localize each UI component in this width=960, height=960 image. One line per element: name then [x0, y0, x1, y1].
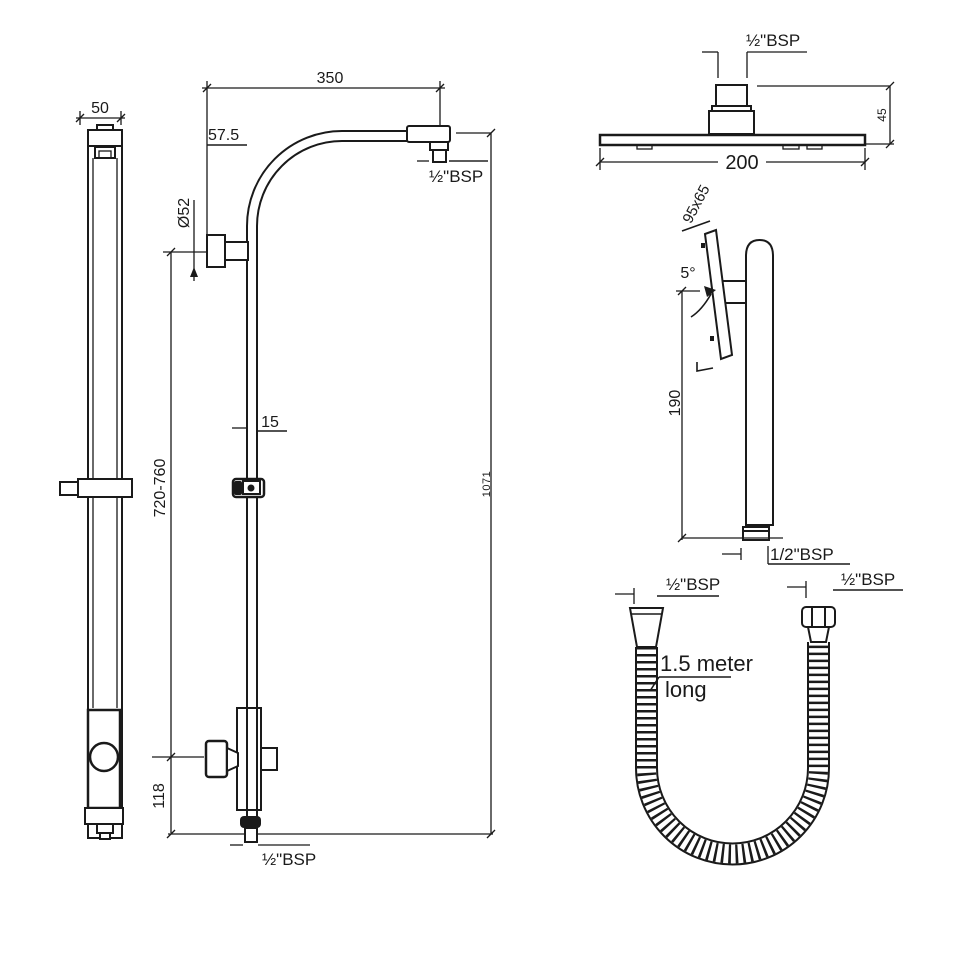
label-head-thread: ½"BSP — [702, 31, 807, 78]
hand-shower-faceplate — [703, 228, 734, 361]
dim-arm-reach-label: 350 — [317, 70, 344, 87]
dim-pipe-width-label: 15 — [261, 414, 279, 431]
arm-end-cap — [406, 125, 451, 143]
head-connector-top — [715, 84, 748, 107]
head-connector-base — [708, 110, 755, 135]
pipe-slider-bracket — [231, 477, 266, 499]
overhead-shower-view: ½"BSP 200 45 — [595, 31, 895, 174]
label-inlet-thread: ½"BSP — [230, 844, 316, 869]
outlet-thread-label: ½"BSP — [429, 167, 483, 186]
column-pipe-outer — [246, 130, 448, 818]
faceplate-bottom-mark — [696, 362, 714, 372]
label-hose-thread-right: ½"BSP — [787, 570, 903, 598]
wall-flange — [206, 234, 226, 268]
hose-nut-end — [801, 606, 836, 643]
diverter-knob-neck — [226, 746, 239, 773]
diverter-knob-front — [88, 741, 120, 773]
rail-lower-panel — [86, 708, 122, 810]
hose-length-note: 1.5 meter long — [649, 651, 753, 702]
dim-head-height: 45 — [757, 81, 895, 149]
hose-thread-right-label: ½"BSP — [841, 570, 895, 589]
wall-flange-hub — [224, 241, 249, 261]
dim-hand-shower-length-label: 190 — [667, 390, 684, 417]
rail-top-clip — [94, 146, 116, 159]
diverter-assembly — [204, 707, 278, 811]
dim-overall-height: 1071 — [449, 128, 496, 839]
rail-slider-holder — [77, 478, 133, 498]
rail-top-bump — [96, 124, 114, 131]
label-outlet-thread: ½"BSP — [417, 160, 488, 186]
rail-bottom-nozzle — [96, 823, 114, 834]
dim-arm-offset-label: 57.5 — [208, 127, 239, 144]
dim-hand-shower-length: 190 — [667, 286, 783, 543]
rail-slider-knob — [59, 481, 79, 496]
hand-shower-handle — [745, 238, 774, 526]
hose-body — [635, 642, 830, 866]
arm-outlet-thread — [432, 149, 447, 163]
slider-rail-view: 50 — [59, 100, 133, 840]
dim-inlet-height-label: 118 — [151, 783, 168, 809]
hose-length-note-line1: 1.5 meter — [660, 651, 753, 676]
faceplate-tick — [701, 243, 705, 248]
hose-view: ½"BSP ½"BSP 1.5 meter long — [615, 570, 903, 866]
hose-length-note-line2: long — [665, 677, 707, 702]
dim-arm-reach: 350 — [202, 70, 445, 235]
hand-shower-thread-label: 1/2"BSP — [770, 545, 834, 564]
shower-column-view: 350 57.5 ½"BSP Ø52 15 — [168, 70, 496, 869]
diverter-knob-side — [204, 739, 229, 779]
dim-flange-diameter-label: Ø52 — [176, 198, 193, 228]
dim-pipe-width: 15 — [232, 414, 287, 432]
column-inlet-fitting — [240, 816, 261, 843]
column-pipe-inner — [256, 140, 448, 818]
dim-head-height-label: 45 — [875, 108, 889, 122]
dim-rail-span-label: 720-760 — [152, 459, 169, 518]
dim-overall-height-label: 1071 — [481, 471, 493, 497]
diverter-tab — [260, 747, 278, 771]
hose-cone-end — [628, 607, 665, 648]
dim-rail-width: 50 — [75, 100, 126, 125]
head-nozzle-mark — [782, 144, 800, 150]
hand-shower-view: 95x65 5° 190 1/2"BSP — [667, 182, 850, 565]
rail-bottom-nozzle-tip — [99, 832, 111, 840]
dim-head-width-label: 200 — [725, 152, 758, 174]
dim-rail-width-label: 50 — [91, 100, 109, 117]
dim-arm-offset: 57.5 — [207, 127, 247, 146]
hose-thread-left-label: ½"BSP — [666, 575, 720, 594]
dim-tilt-angle-label: 5° — [680, 265, 695, 282]
dim-rail-span: 720-760 118 — [151, 247, 206, 839]
head-nozzle-mark — [636, 144, 653, 150]
head-plate — [598, 133, 867, 147]
head-nozzle-mark — [806, 144, 823, 150]
rail-top-clip-inner — [98, 150, 112, 159]
dim-flange-diameter: Ø52 — [176, 198, 198, 281]
faceplate-tick — [710, 336, 714, 341]
head-thread-label: ½"BSP — [746, 31, 800, 50]
dim-face-size: 95x65 — [679, 182, 714, 232]
label-hose-thread-left: ½"BSP — [615, 575, 720, 604]
rail-bottom-cap — [84, 807, 124, 825]
arm-outlet-flange — [429, 141, 449, 151]
inlet-thread-label: ½"BSP — [262, 850, 316, 869]
dim-tilt-angle: 5° — [680, 265, 716, 318]
dim-head-width: 200 — [595, 148, 870, 174]
label-hand-shower-thread: 1/2"BSP — [722, 545, 850, 565]
dim-face-size-label: 95x65 — [679, 182, 713, 226]
